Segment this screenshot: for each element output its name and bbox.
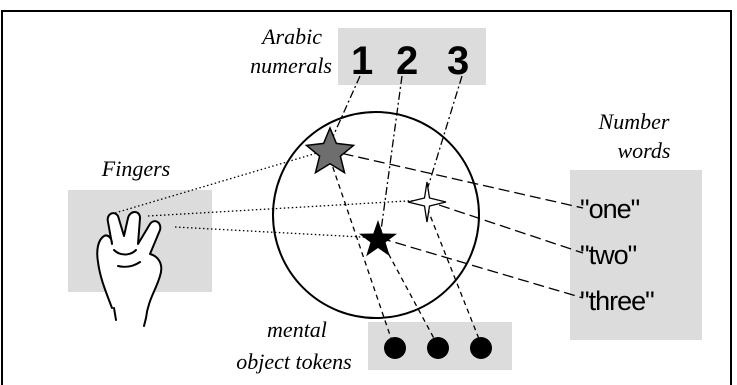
link-white-star-to-two [423, 199, 584, 254]
link-white-star-to-token3 [423, 199, 482, 345]
word-three: "three" [580, 286, 654, 316]
numerals-panel [338, 28, 486, 85]
number-words-panel [570, 170, 702, 340]
fingers-label: Fingers [101, 156, 170, 181]
numeral-3: 3 [447, 39, 469, 83]
mental-object-tokens-label-line2: object tokens [236, 349, 351, 374]
link-gray-star-to-one [326, 149, 584, 209]
white-star-icon [407, 181, 447, 223]
numeral-links [326, 75, 463, 239]
link-black-star-to-three [379, 237, 584, 299]
word-one: "one" [580, 194, 640, 224]
token-circle-icon-3 [470, 337, 492, 359]
hand-three-fingers-icon [96, 211, 163, 327]
black-star-icon [359, 220, 397, 257]
link-finger1-to-gray-star [114, 149, 328, 214]
word-links [326, 149, 584, 299]
word-two: "two" [580, 240, 637, 270]
mental-object-tokens-label-line1: mental [267, 317, 327, 342]
token-circle-icon-2 [427, 337, 449, 359]
token-circle-icon-1 [384, 337, 406, 359]
mental-representation-circle [272, 111, 480, 319]
link-2-to-black-star [379, 75, 403, 239]
link-gray-star-to-token1 [326, 149, 394, 345]
link-3-to-white-star [423, 75, 463, 201]
gray-star-icon [304, 126, 356, 175]
numeral-1: 1 [351, 39, 373, 83]
arabic-numerals-label-line1: Arabic [260, 24, 322, 49]
number-words-label-line1: Number [598, 109, 670, 134]
arabic-numerals-label-line2: numerals [250, 53, 332, 78]
number-words-label-line2: words [618, 138, 671, 163]
frame-border [1, 10, 732, 385]
finger-links [114, 149, 425, 239]
numeral-2: 2 [396, 39, 418, 83]
